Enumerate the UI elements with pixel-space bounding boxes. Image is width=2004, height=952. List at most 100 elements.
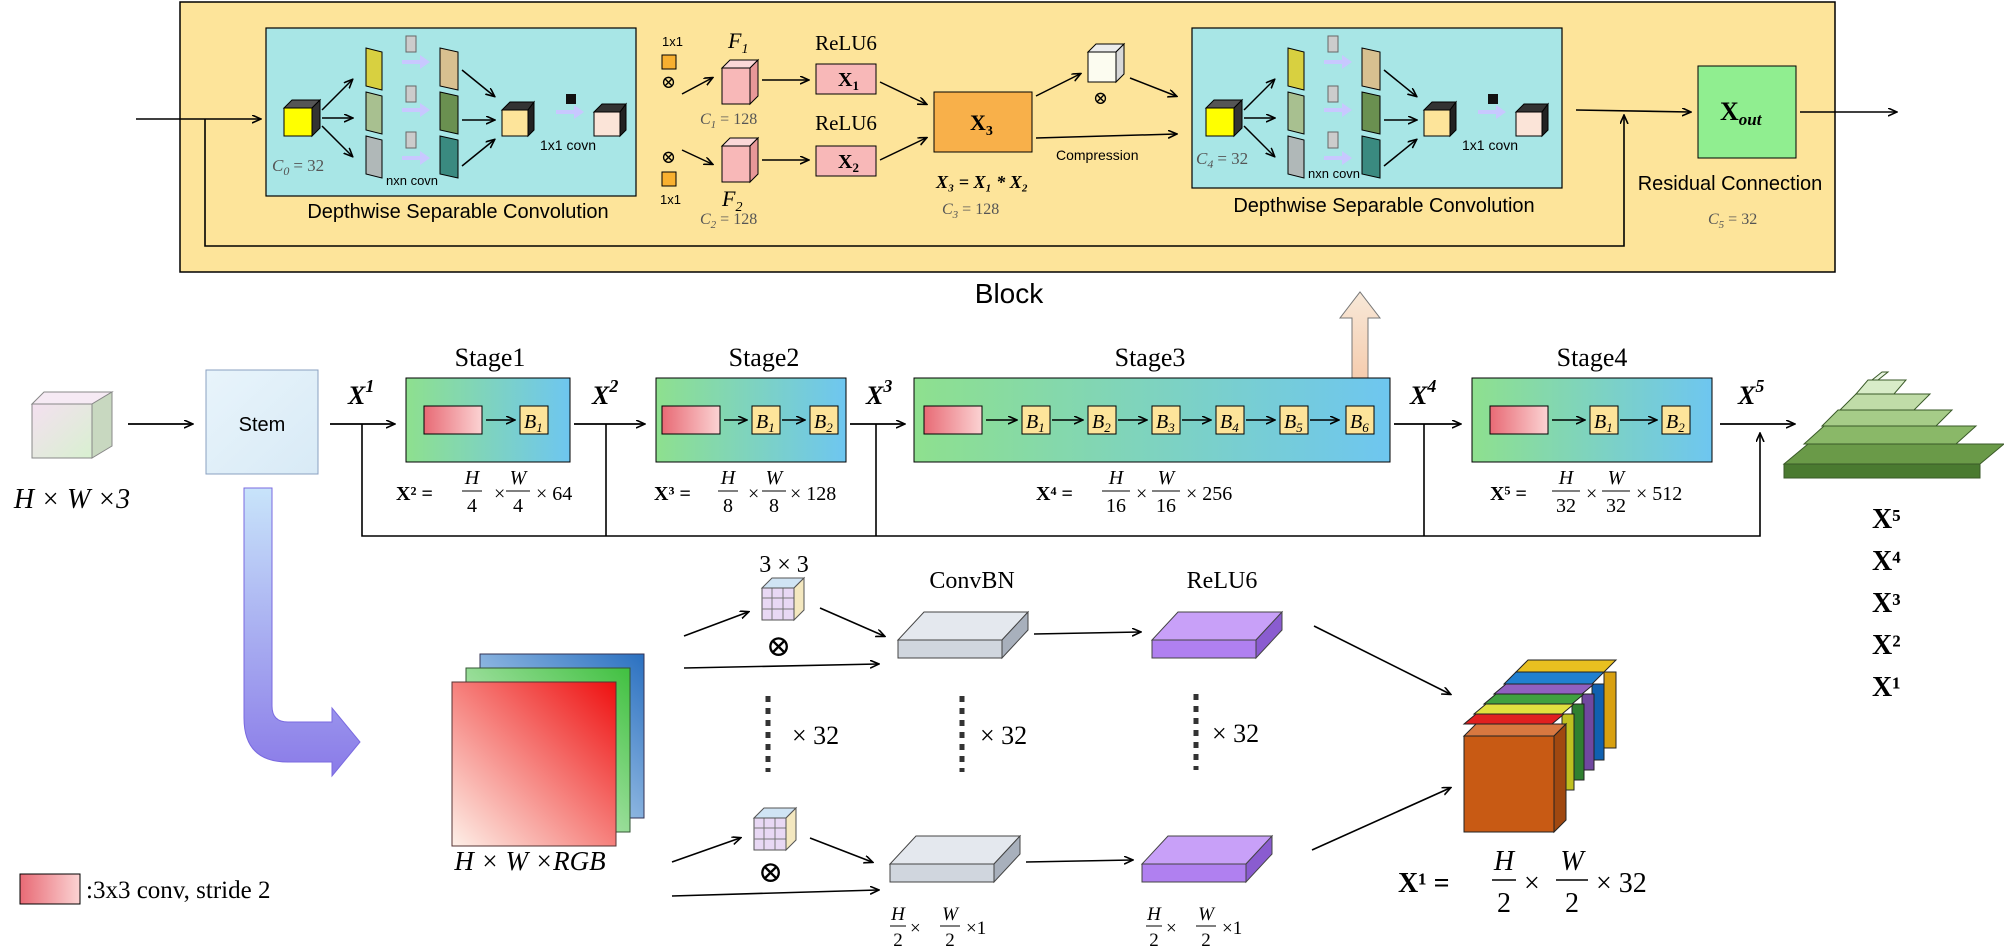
stage2-b2: B2: [814, 411, 833, 435]
c5-label: C5= 32: [1708, 211, 1757, 231]
x2-pipe: X2: [591, 376, 618, 410]
svg-text:2: 2: [1201, 930, 1211, 951]
svg-text:×1: ×1: [966, 918, 986, 939]
input-cube-icon: [282, 98, 322, 138]
xout-label: Xout: [1720, 97, 1763, 129]
stage4-b1: B1: [1594, 411, 1613, 435]
svg-text:W: W: [510, 467, 529, 489]
otimes-stem-bottom: ⊗: [758, 856, 783, 889]
residual-label: Residual Connection: [1638, 173, 1823, 195]
svg-text:4: 4: [467, 495, 477, 517]
stage4-title: Stage4: [1557, 343, 1628, 372]
svg-text:× 256: × 256: [1186, 483, 1232, 505]
stage3-b2: B2: [1092, 411, 1111, 435]
block-title: Block: [975, 278, 1044, 309]
x2-box: [815, 145, 877, 177]
stage3-b1: B1: [1026, 411, 1045, 435]
rgb-image: [451, 681, 617, 847]
convbn-slab-2: [888, 834, 1022, 884]
x1-label: X1: [838, 69, 859, 93]
output-x5: X⁵: [1872, 504, 1901, 535]
depthwise-conv-1: C0= 32 nxn covn 1x1 covn Depthwise Separ…: [265, 27, 637, 223]
relu-bottom: ReLU6: [815, 111, 877, 135]
x5-pipe: X5: [1737, 376, 1764, 410]
svg-text:X³ =: X³ =: [654, 483, 691, 505]
slab-shape-label-2: H 2 × W 2 ×1: [1146, 904, 1242, 951]
svg-text:2: 2: [1497, 888, 1511, 919]
output-x1: X¹: [1872, 672, 1901, 703]
c2-label: C2= 128: [700, 211, 757, 231]
otimes-compress: ⊗: [1093, 88, 1108, 108]
svg-text:16: 16: [1156, 495, 1176, 517]
x1-box: [815, 63, 877, 95]
nxn-label-2: nxn covn: [1308, 166, 1360, 181]
repeat-label-3: × 32: [1212, 719, 1259, 748]
otimes-stem-top: ⊗: [766, 630, 791, 663]
kernel-cube-icon: [760, 576, 806, 622]
x1-pipe: X1: [347, 376, 374, 410]
stage3-b6: B6: [1350, 411, 1369, 435]
stage3-b3: B3: [1156, 411, 1175, 435]
svg-text:× 32: × 32: [1596, 868, 1647, 899]
svg-text:×: ×: [1136, 483, 1147, 505]
stage1-title: Stage1: [455, 343, 526, 372]
xout-box: [1697, 65, 1797, 159]
svg-text:H: H: [1108, 467, 1125, 489]
stem-expand-arrow: [243, 487, 361, 778]
x1-output-shape: X¹ = H 2 × W 2 × 32: [1398, 846, 1647, 919]
stage1-shape: X² = H 4 × W 4 × 64: [396, 467, 572, 517]
compression-label: Compression: [1056, 147, 1138, 163]
feature-expansion: 1x1 ⊗ ⊗ 1x1 F1 C1= 128 F2 C2= 128: [660, 28, 1176, 231]
stage3-b5: B5: [1284, 411, 1303, 435]
svg-text:H: H: [890, 904, 906, 925]
otimes-top: ⊗: [661, 72, 676, 92]
stem-detail: H × W ×RGB 3 × 3 ⊗ ⊗ × 32 × 32: [243, 487, 1647, 951]
svg-text:×: ×: [1524, 868, 1540, 899]
c3-label: C3= 128: [942, 201, 999, 221]
stem-box: [205, 369, 319, 475]
x3-label: X3: [970, 110, 993, 139]
svg-text:H: H: [720, 467, 737, 489]
svg-text:×: ×: [1586, 483, 1597, 505]
svg-text:W: W: [766, 467, 785, 489]
f1-cube: [720, 58, 760, 106]
pipeline: H × W ×3 Stem X1 X2 X3 X4 X5 Stage1 B1 S…: [13, 343, 2004, 703]
svg-text:32: 32: [1606, 495, 1626, 517]
k1x1-top: 1x1: [662, 34, 683, 49]
legend: :3x3 conv, stride 2: [19, 873, 270, 905]
relu-top: ReLU6: [815, 31, 877, 55]
x3-equation: X₃ = X₁ * X₂: [935, 172, 1028, 192]
c4-label: C4= 32: [1196, 149, 1248, 171]
svg-text:X⁵ =: X⁵ =: [1490, 483, 1527, 505]
svg-text:2: 2: [945, 930, 955, 951]
svg-text:W: W: [1560, 846, 1586, 877]
svg-text:2: 2: [893, 930, 903, 951]
kernel-size: 3 × 3: [759, 552, 809, 578]
x2-label: X2: [838, 151, 859, 175]
dsc-label-2: Depthwise Separable Convolution: [1233, 195, 1534, 217]
stem-label: Stem: [239, 414, 286, 436]
svg-text:32: 32: [1556, 495, 1576, 517]
convbn-title: ConvBN: [929, 568, 1014, 594]
svg-text:× 64: × 64: [536, 483, 572, 505]
repeat-label-1: × 32: [792, 721, 839, 750]
svg-text:W: W: [942, 904, 960, 925]
svg-text:W: W: [1198, 904, 1216, 925]
x4-pipe: X4: [1409, 376, 1436, 410]
dsc-label-1: Depthwise Separable Convolution: [307, 201, 608, 223]
conv1x1-label-2: 1x1 covn: [1462, 137, 1518, 153]
relu6-title: ReLU6: [1187, 568, 1258, 594]
input-label: H × W ×3: [13, 484, 130, 515]
svg-text:H: H: [1493, 846, 1516, 877]
k1x1-bottom: 1x1: [660, 192, 681, 207]
output-x2: X²: [1872, 630, 1901, 661]
conv1x1-label: 1x1 covn: [540, 137, 596, 153]
svg-text:×: ×: [494, 483, 505, 505]
block-panel: Block: [136, 1, 1896, 309]
c0-label: C0= 32: [272, 156, 324, 178]
svg-text:X⁴ =: X⁴ =: [1036, 483, 1073, 505]
svg-text:X² =: X² =: [396, 483, 433, 505]
svg-text:H: H: [1146, 904, 1162, 925]
stage4-b2: B2: [1666, 411, 1685, 435]
